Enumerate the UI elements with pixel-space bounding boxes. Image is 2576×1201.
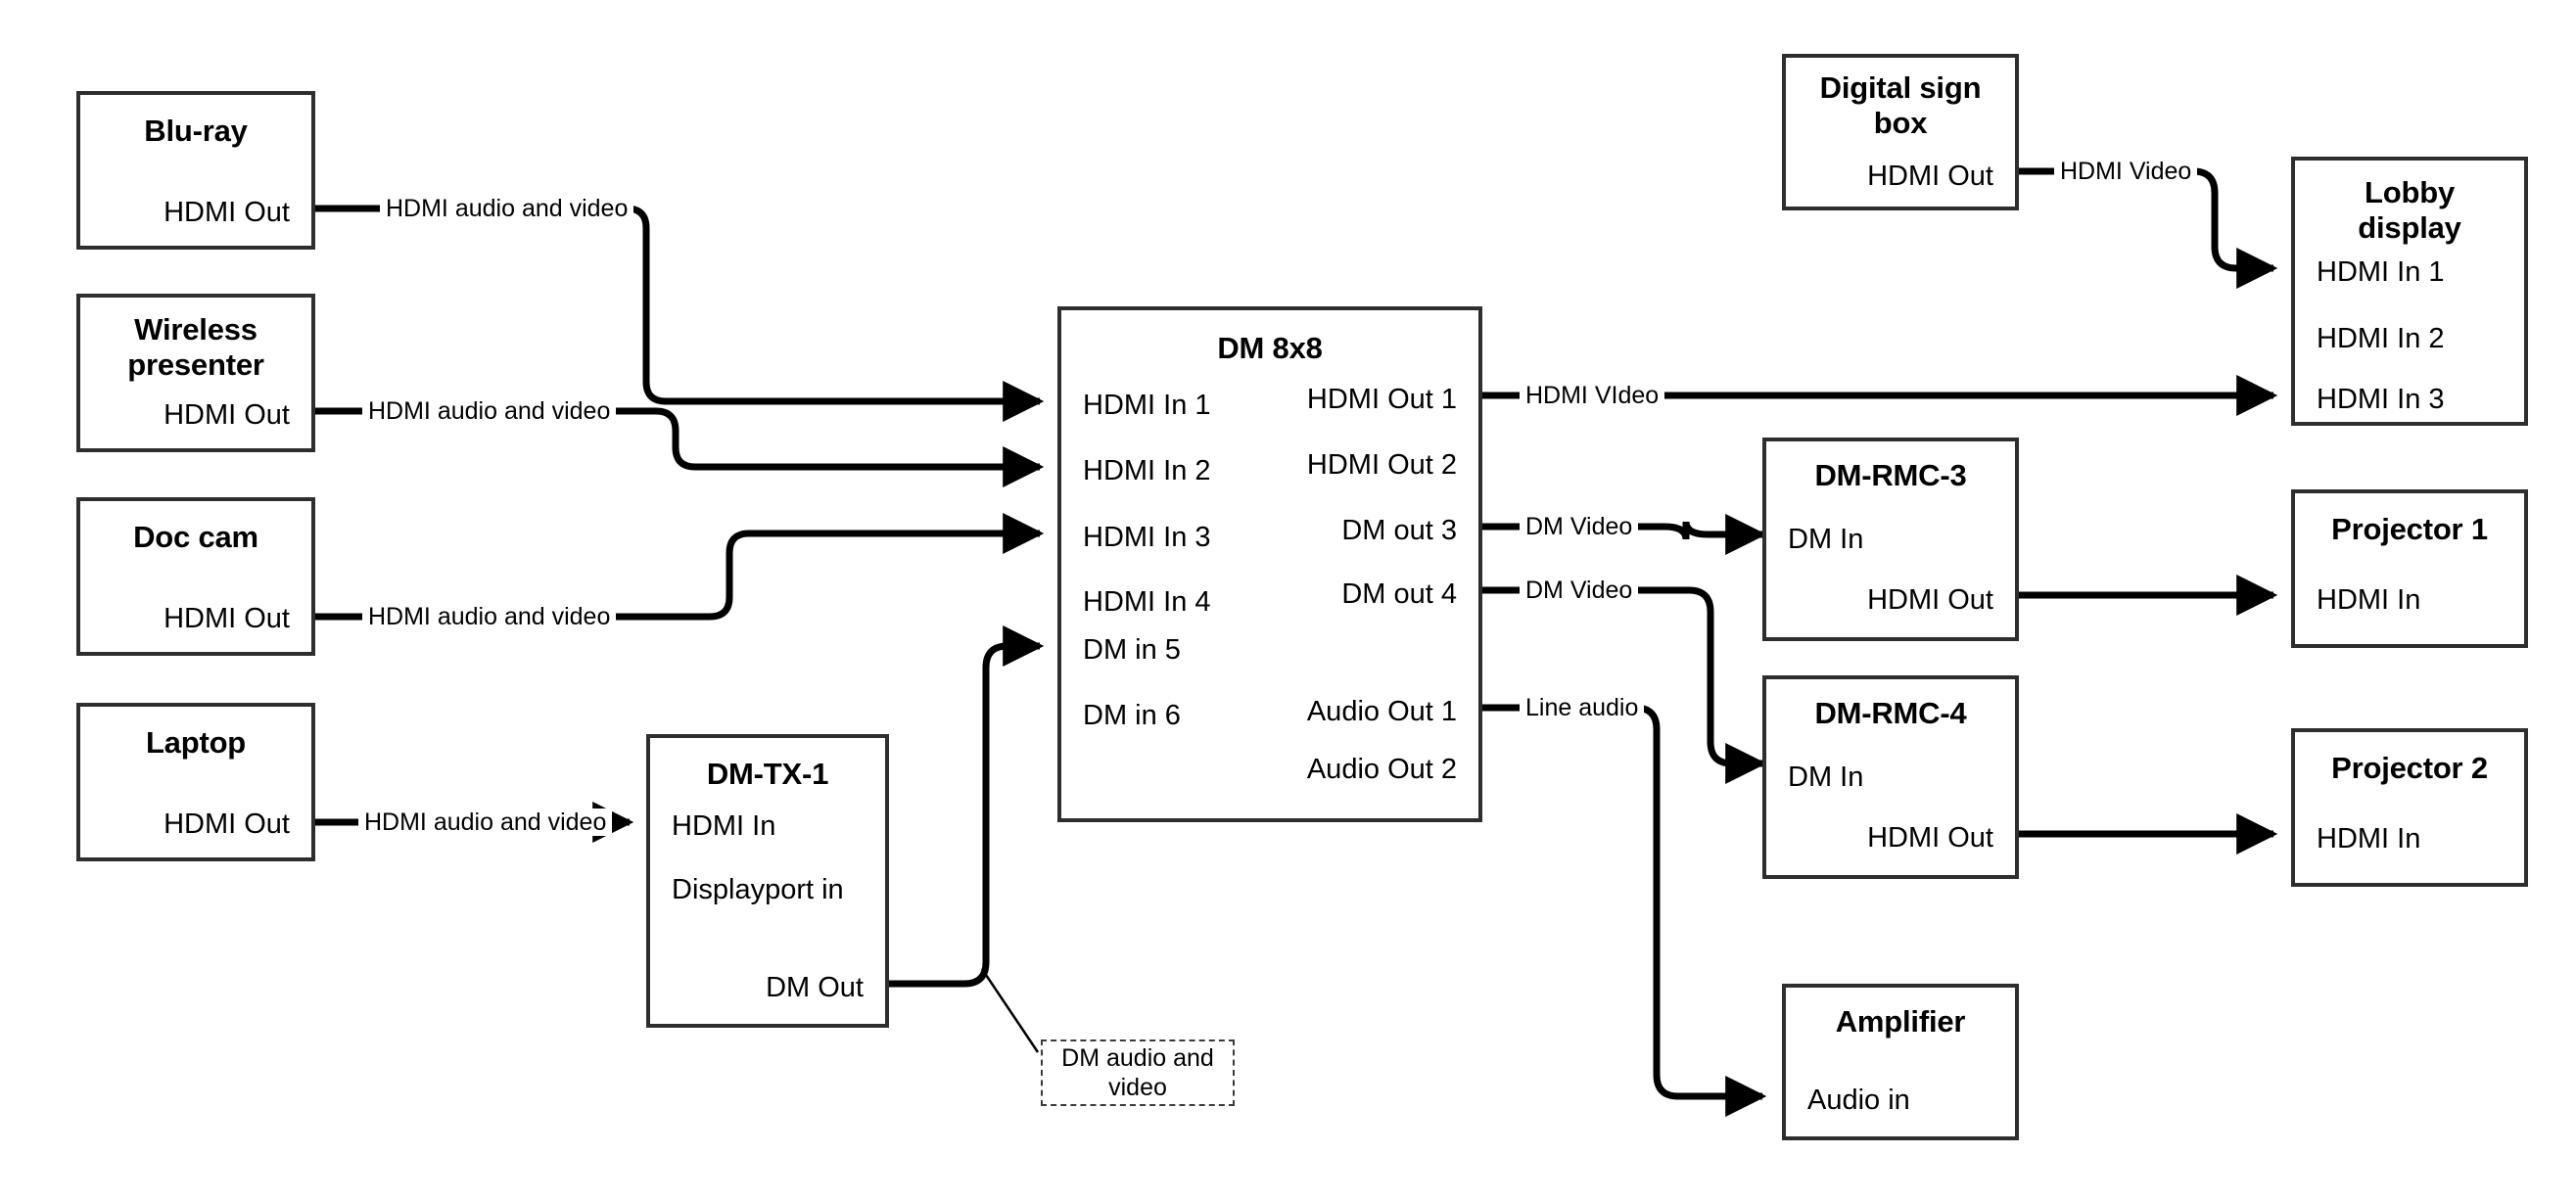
node-blu-ray[interactable]: Blu-ray HDMI Out [76, 91, 315, 250]
port-dm-8x8-hdmi-in-1: HDMI In 1 [1083, 390, 1211, 421]
node-doc-cam[interactable]: Doc cam HDMI Out [76, 497, 315, 656]
node-dm-8x8-title: DM 8x8 [1217, 331, 1323, 365]
node-lobby-display-title-line1: Lobby [2365, 175, 2455, 209]
node-lobby-display-title-line2: display [2358, 210, 2461, 245]
port-dm-8x8-dm-in-5: DM in 5 [1083, 634, 1181, 666]
port-dm-rmc-3-dm-in: DM In [1788, 524, 1864, 555]
node-projector-1[interactable]: Projector 1 HDMI In [2291, 489, 2528, 648]
port-dm-8x8-hdmi-in-3: HDMI In 3 [1083, 522, 1211, 553]
node-projector-2-title: Projector 2 [2331, 751, 2488, 785]
port-lobby-display-hdmi-in-3: HDMI In 3 [2317, 384, 2445, 415]
port-dm-8x8-hdmi-out-2: HDMI Out 2 [1306, 449, 1457, 481]
port-dm-8x8-dm-in-6: DM in 6 [1083, 700, 1181, 731]
node-wireless-presenter-title-line1: Wireless [134, 312, 258, 346]
wire-dm8x8-out4-to-rmc4 [1482, 586, 1767, 784]
port-dm-rmc-4-hdmi-out: HDMI Out [1867, 822, 1993, 854]
node-dm-tx-1[interactable]: DM-TX-1 HDMI In Displayport in DM Out [646, 734, 889, 1028]
port-dm-tx-1-displayport-in: Displayport in [672, 874, 844, 905]
node-digital-sign-box-title-line1: Digital sign [1819, 70, 1982, 105]
port-doc-cam-hdmi-out: HDMI Out [164, 603, 290, 634]
port-blu-ray-hdmi-out: HDMI Out [164, 197, 290, 228]
port-lobby-display-hdmi-in-1: HDMI In 1 [2317, 256, 2445, 288]
port-dm-rmc-3-hdmi-out: HDMI Out [1867, 584, 1993, 616]
node-doc-cam-title: Doc cam [133, 520, 258, 554]
port-projector-1-hdmi-in: HDMI In [2317, 584, 2421, 616]
port-dm-8x8-dm-out-4: DM out 4 [1341, 578, 1457, 610]
wire-label-hdmi-out-1: HDMI VIdeo [1520, 382, 1665, 409]
node-projector-2[interactable]: Projector 2 HDMI In [2291, 728, 2528, 887]
node-dm-rmc-4[interactable]: DM-RMC-4 DM In HDMI Out [1762, 675, 2019, 879]
node-dm-rmc-4-title: DM-RMC-4 [1814, 696, 1967, 730]
wire-label-bluray: HDMI audio and video [380, 195, 634, 222]
node-laptop[interactable]: Laptop HDMI Out [76, 703, 315, 861]
node-laptop-title: Laptop [145, 725, 247, 760]
port-amplifier-audio-in: Audio in [1807, 1085, 1910, 1116]
node-digital-sign-box-title-line2: box [1873, 106, 1928, 140]
port-lobby-display-hdmi-in-2: HDMI In 2 [2317, 323, 2445, 354]
port-dm-rmc-4-dm-in: DM In [1788, 762, 1864, 793]
node-dm-rmc-3[interactable]: DM-RMC-3 DM In HDMI Out [1762, 438, 2019, 641]
node-blu-ray-title: Blu-ray [144, 114, 248, 148]
wire-label-doc-cam: HDMI audio and video [362, 603, 617, 630]
wire-label-dm-out-4: DM Video [1520, 577, 1639, 604]
node-dm-rmc-3-title: DM-RMC-3 [1814, 458, 1967, 492]
wire-digitalsign-to-lobby-in1 [2019, 167, 2278, 289]
wire-dm8x8-audioout1-to-amplifier [1482, 704, 1767, 1117]
node-projector-1-title: Projector 1 [2331, 512, 2488, 546]
port-dm-8x8-dm-out-3: DM out 3 [1341, 515, 1457, 546]
node-amplifier[interactable]: Amplifier Audio in [1782, 984, 2019, 1140]
node-amplifier-title: Amplifier [1835, 1004, 1966, 1039]
wire-bluray-to-dm8x8-in1 [315, 205, 1045, 422]
port-dm-8x8-audio-out-1: Audio Out 1 [1306, 696, 1457, 727]
port-wireless-presenter-hdmi-out: HDMI Out [164, 399, 290, 431]
node-digital-sign-box[interactable]: Digital sign box HDMI Out [1782, 54, 2019, 210]
port-dm-8x8-audio-out-2: Audio Out 2 [1306, 754, 1457, 785]
port-dm-8x8-hdmi-in-4: HDMI In 4 [1083, 586, 1211, 618]
port-laptop-hdmi-out: HDMI Out [164, 808, 290, 840]
wire-dmtx1-to-dm8x8-in5 [888, 625, 1045, 988]
port-digital-sign-box-hdmi-out: HDMI Out [1867, 161, 1993, 192]
port-dm-8x8-hdmi-out-1: HDMI Out 1 [1306, 384, 1457, 415]
port-dm-tx-1-dm-out: DM Out [766, 972, 864, 1003]
port-dm-8x8-hdmi-in-2: HDMI In 2 [1083, 455, 1211, 486]
node-dm-tx-1-title: DM-TX-1 [706, 757, 829, 791]
wire-label-wireless-presenter: HDMI audio and video [362, 397, 617, 425]
port-projector-2-hdmi-in: HDMI In [2317, 823, 2421, 855]
port-dm-tx-1-hdmi-in: HDMI In [672, 810, 776, 842]
node-dm-8x8[interactable]: DM 8x8 HDMI In 1 HDMI In 2 HDMI In 3 HDM… [1057, 306, 1482, 822]
node-lobby-display[interactable]: Lobby display HDMI In 1 HDMI In 2 HDMI I… [2291, 157, 2528, 426]
callout-dm-audio-and-video: DM audio and video [1041, 1039, 1235, 1106]
node-wireless-presenter[interactable]: Wireless presenter HDMI Out [76, 294, 315, 452]
leader-line-dm-callout [980, 968, 1040, 1053]
wire-label-dm-out-3: DM Video [1520, 513, 1639, 540]
node-wireless-presenter-title-line2: presenter [127, 347, 264, 382]
wire-label-digital-sign: HDMI Video [2054, 158, 2198, 185]
wire-label-audio-out-1: Line audio [1520, 694, 1645, 721]
wire-label-laptop: HDMI audio and video [358, 808, 613, 836]
